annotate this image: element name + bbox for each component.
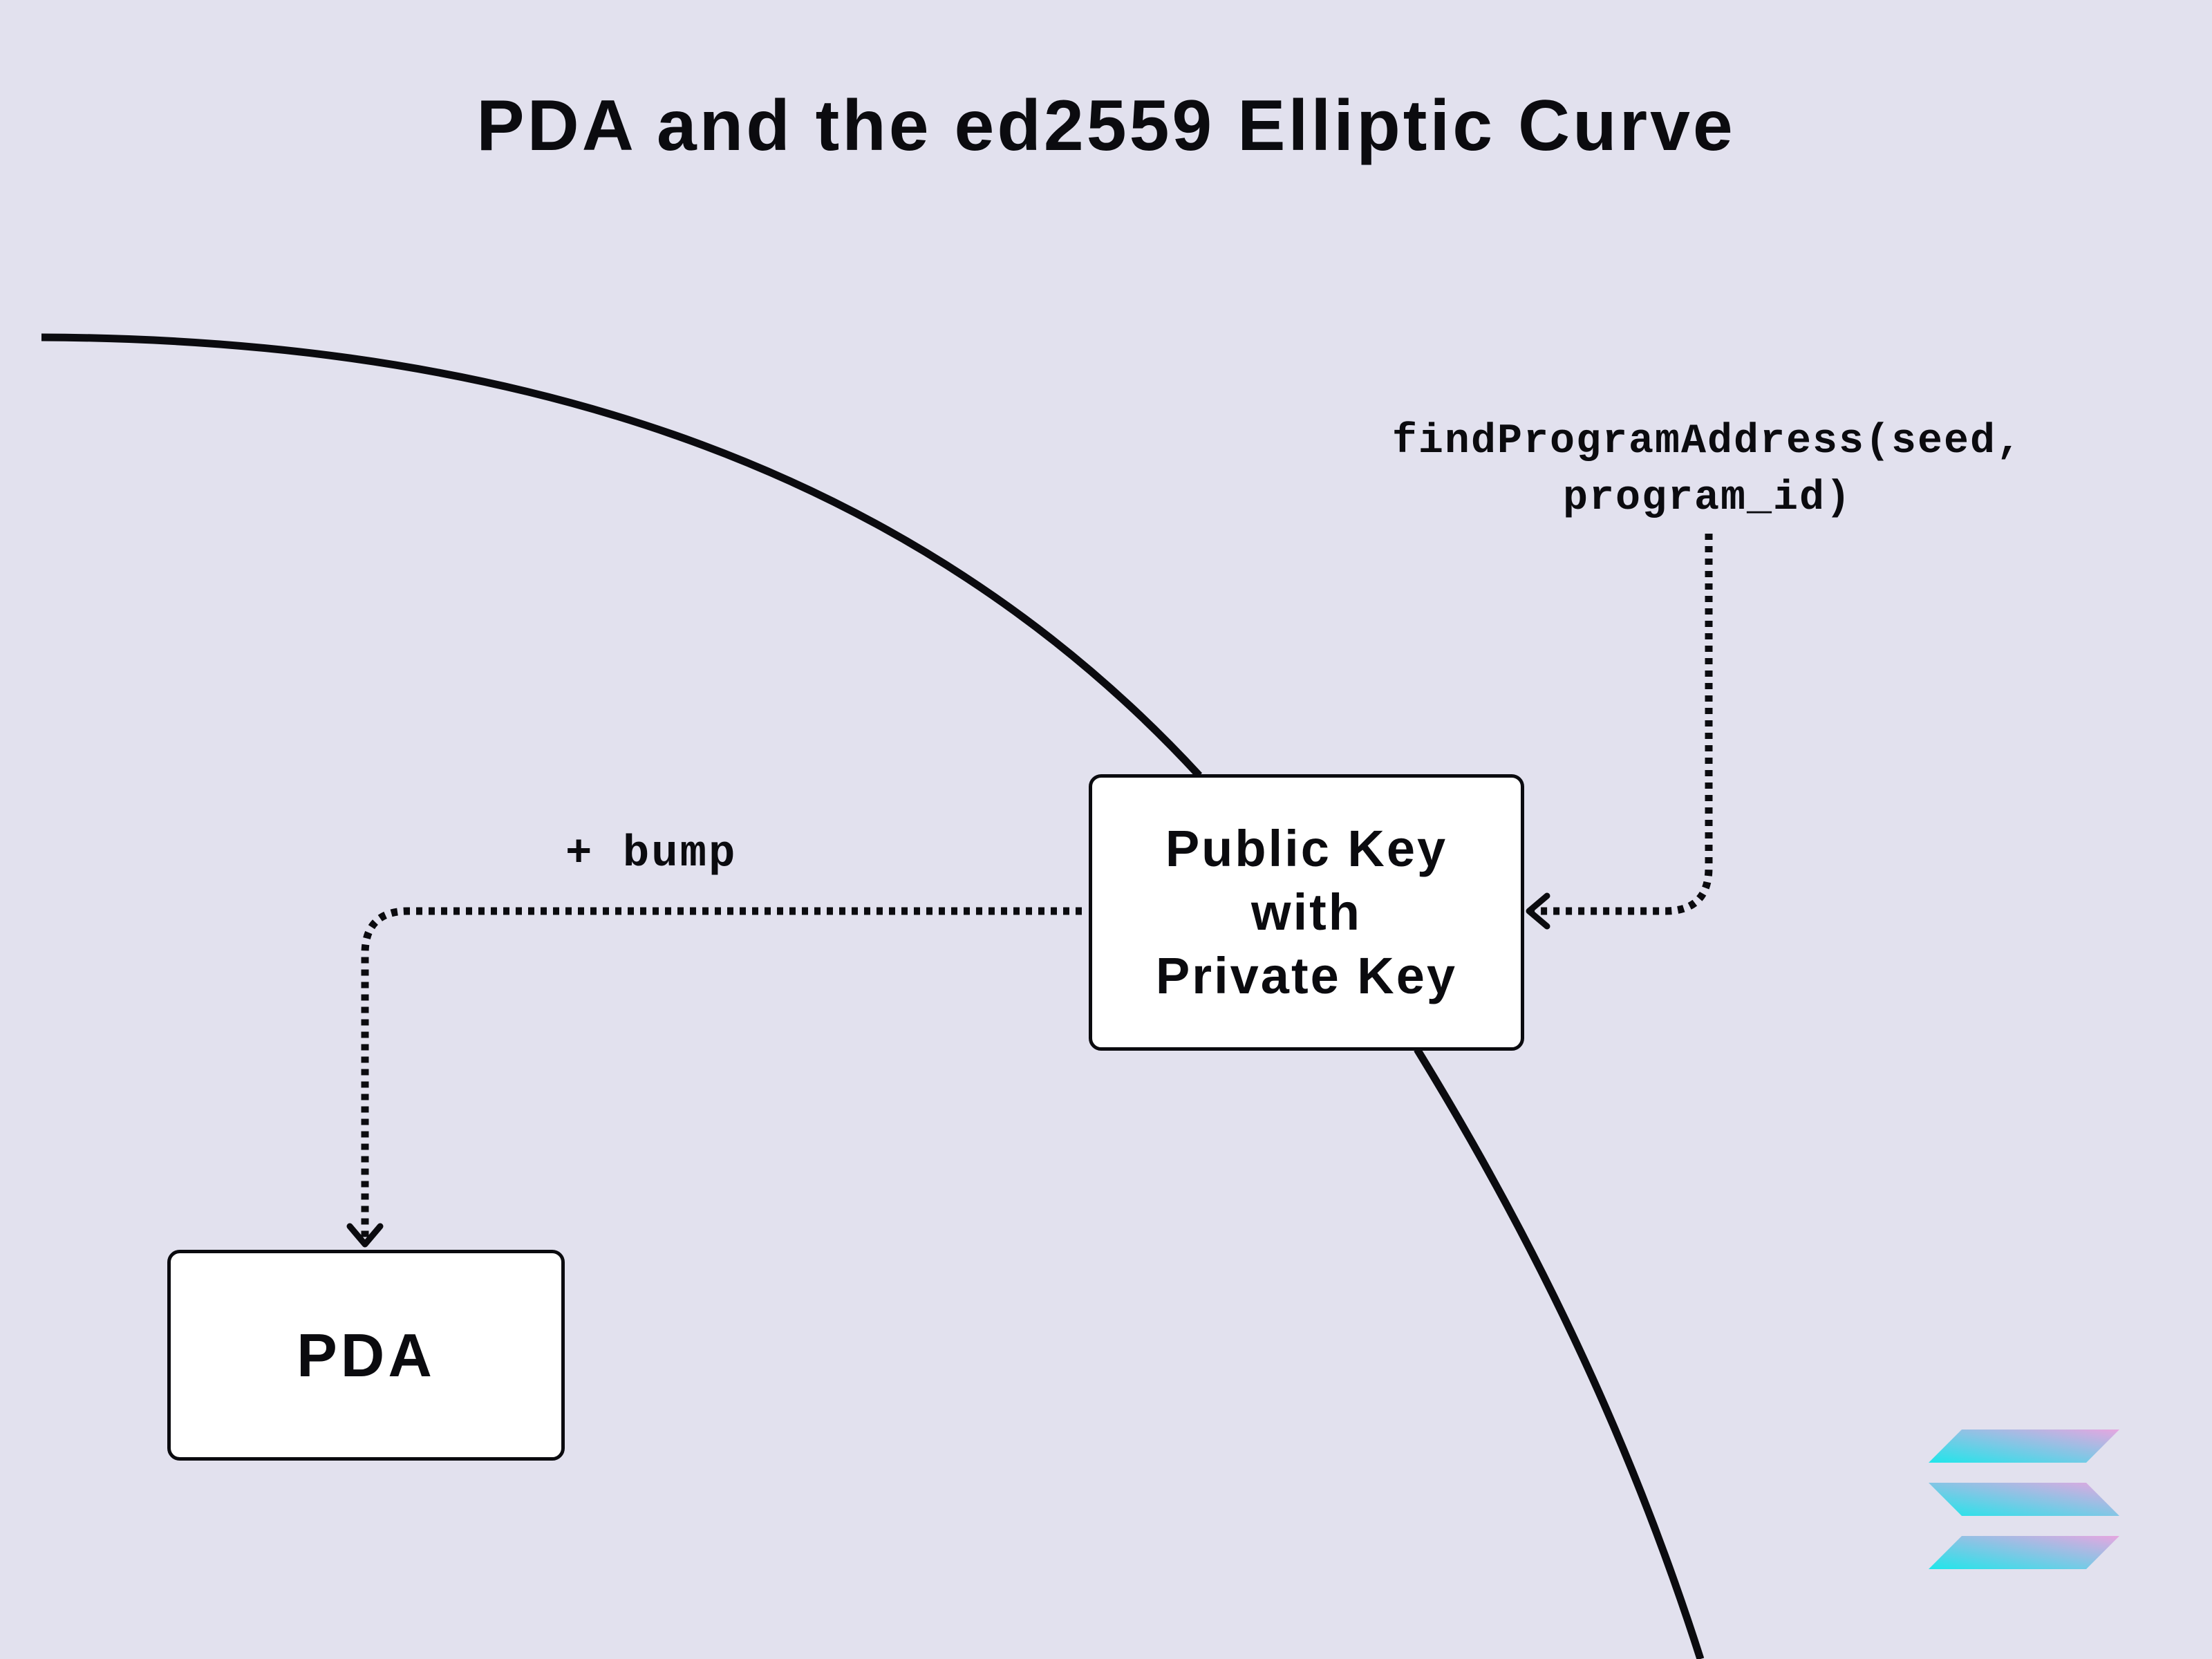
- solana-logo-bar-top: [1929, 1430, 2119, 1463]
- public-key-node-line-1: Public Key: [1165, 820, 1448, 877]
- public-key-node-line-2: with: [1251, 883, 1362, 941]
- find-program-address-label-line-1: findProgramAddress(seed,: [1391, 418, 2023, 465]
- find-program-address-arrow-line: [1531, 534, 1713, 915]
- solana-logo-bar-bottom: [1929, 1536, 2119, 1569]
- find-program-address-label-line-2: program_id): [1562, 475, 1853, 522]
- pda-node: PDA: [167, 1250, 565, 1461]
- public-key-node-line-3: Private Key: [1155, 947, 1458, 1004]
- find-program-address-arrowhead: [1526, 892, 1550, 930]
- diagram-title: PDA and the ed2559 Elliptic Curve: [476, 86, 1736, 166]
- solana-logo-icon: [1929, 1430, 2119, 1569]
- elliptic-curve-upper: [41, 333, 1203, 778]
- bump-label: + bump: [565, 830, 738, 879]
- find-program-address-label: findProgramAddress(seed, program_id): [1348, 413, 2067, 527]
- bump-arrow-line: [361, 907, 1082, 1239]
- solana-logo-bar-middle: [1929, 1483, 2119, 1516]
- elliptic-curve-lower: [1414, 1047, 1705, 1659]
- public-key-node: Public Key with Private Key: [1089, 774, 1524, 1051]
- pda-node-label: PDA: [297, 1320, 435, 1389]
- bump-arrowhead: [346, 1223, 384, 1248]
